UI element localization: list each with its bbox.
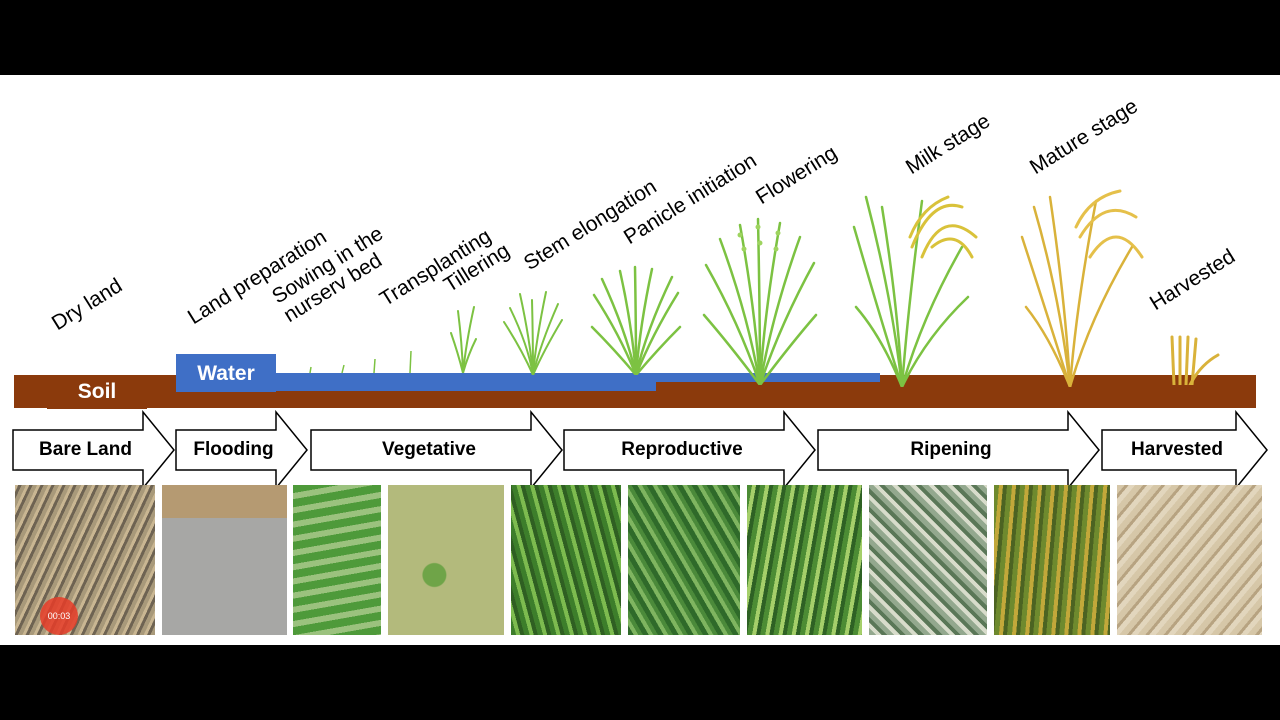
photo-flooded-field [162,485,287,635]
photo-transplanted-seedlings [388,485,504,635]
photo-harvested-stubble [1117,485,1262,635]
flowering-plant-icon [852,187,982,387]
stage-label-flowering: Flowering [752,142,841,209]
phase-label-ripening: Ripening [818,440,1084,460]
photo-dry-stubble [15,485,155,635]
harvested-plant-icon [1160,335,1220,385]
stage-label-mature-stage: Mature stage [1026,95,1142,179]
stage-label-harvested: Harvested [1146,246,1239,315]
stem-elongation-plant-icon [590,265,682,375]
stage-label-milk-stage: Milk stage [902,110,994,179]
water-label: Water [176,354,276,392]
photo-tillering-leaves [511,485,621,635]
rice-growth-diagram: Dry land Land preparation Sowing in the … [0,75,1280,645]
phase-label-harvested: Harvested [1102,440,1252,460]
tillering-plant-icon [500,290,566,375]
photo-panicle-initiation [747,485,862,635]
mature-plant-icon [1020,187,1145,387]
phase-label-bare-land: Bare Land [13,440,158,460]
soil-label: Soil [47,375,147,409]
sowing-seedlings-icon [300,345,420,375]
photo-stem-elongation [628,485,740,635]
stage-label-dry-land: Dry land [48,275,126,335]
video-timer-badge: 00:03 [40,597,78,635]
photo-milk-stage-grains [994,485,1110,635]
phase-label-flooding: Flooding [176,440,291,460]
photo-nursery-seedlings [293,485,381,635]
transplanting-plant-icon [448,303,478,373]
photo-flowering-panicles [869,485,987,635]
phase-label-vegetative: Vegetative [311,440,547,460]
panicle-initiation-plant-icon [700,215,820,385]
phase-label-reproductive: Reproductive [564,440,800,460]
